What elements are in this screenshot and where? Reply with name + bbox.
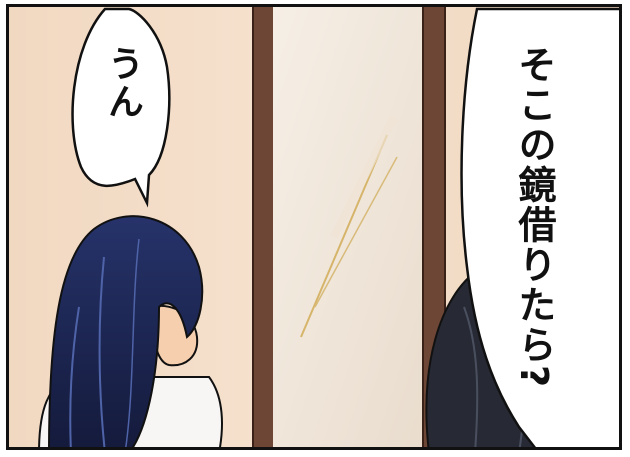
bubble-left-text: うん	[102, 45, 143, 121]
speech-bubble-left	[71, 7, 171, 208]
girl-left	[38, 215, 223, 447]
comic-panel: うん そこの鏡借りたら?	[6, 4, 622, 450]
mirror	[252, 7, 446, 447]
speech-bubble-right	[460, 7, 619, 447]
scene-illustration	[9, 7, 619, 447]
bubble-right-text: そこの鏡借りたら?	[512, 45, 556, 390]
